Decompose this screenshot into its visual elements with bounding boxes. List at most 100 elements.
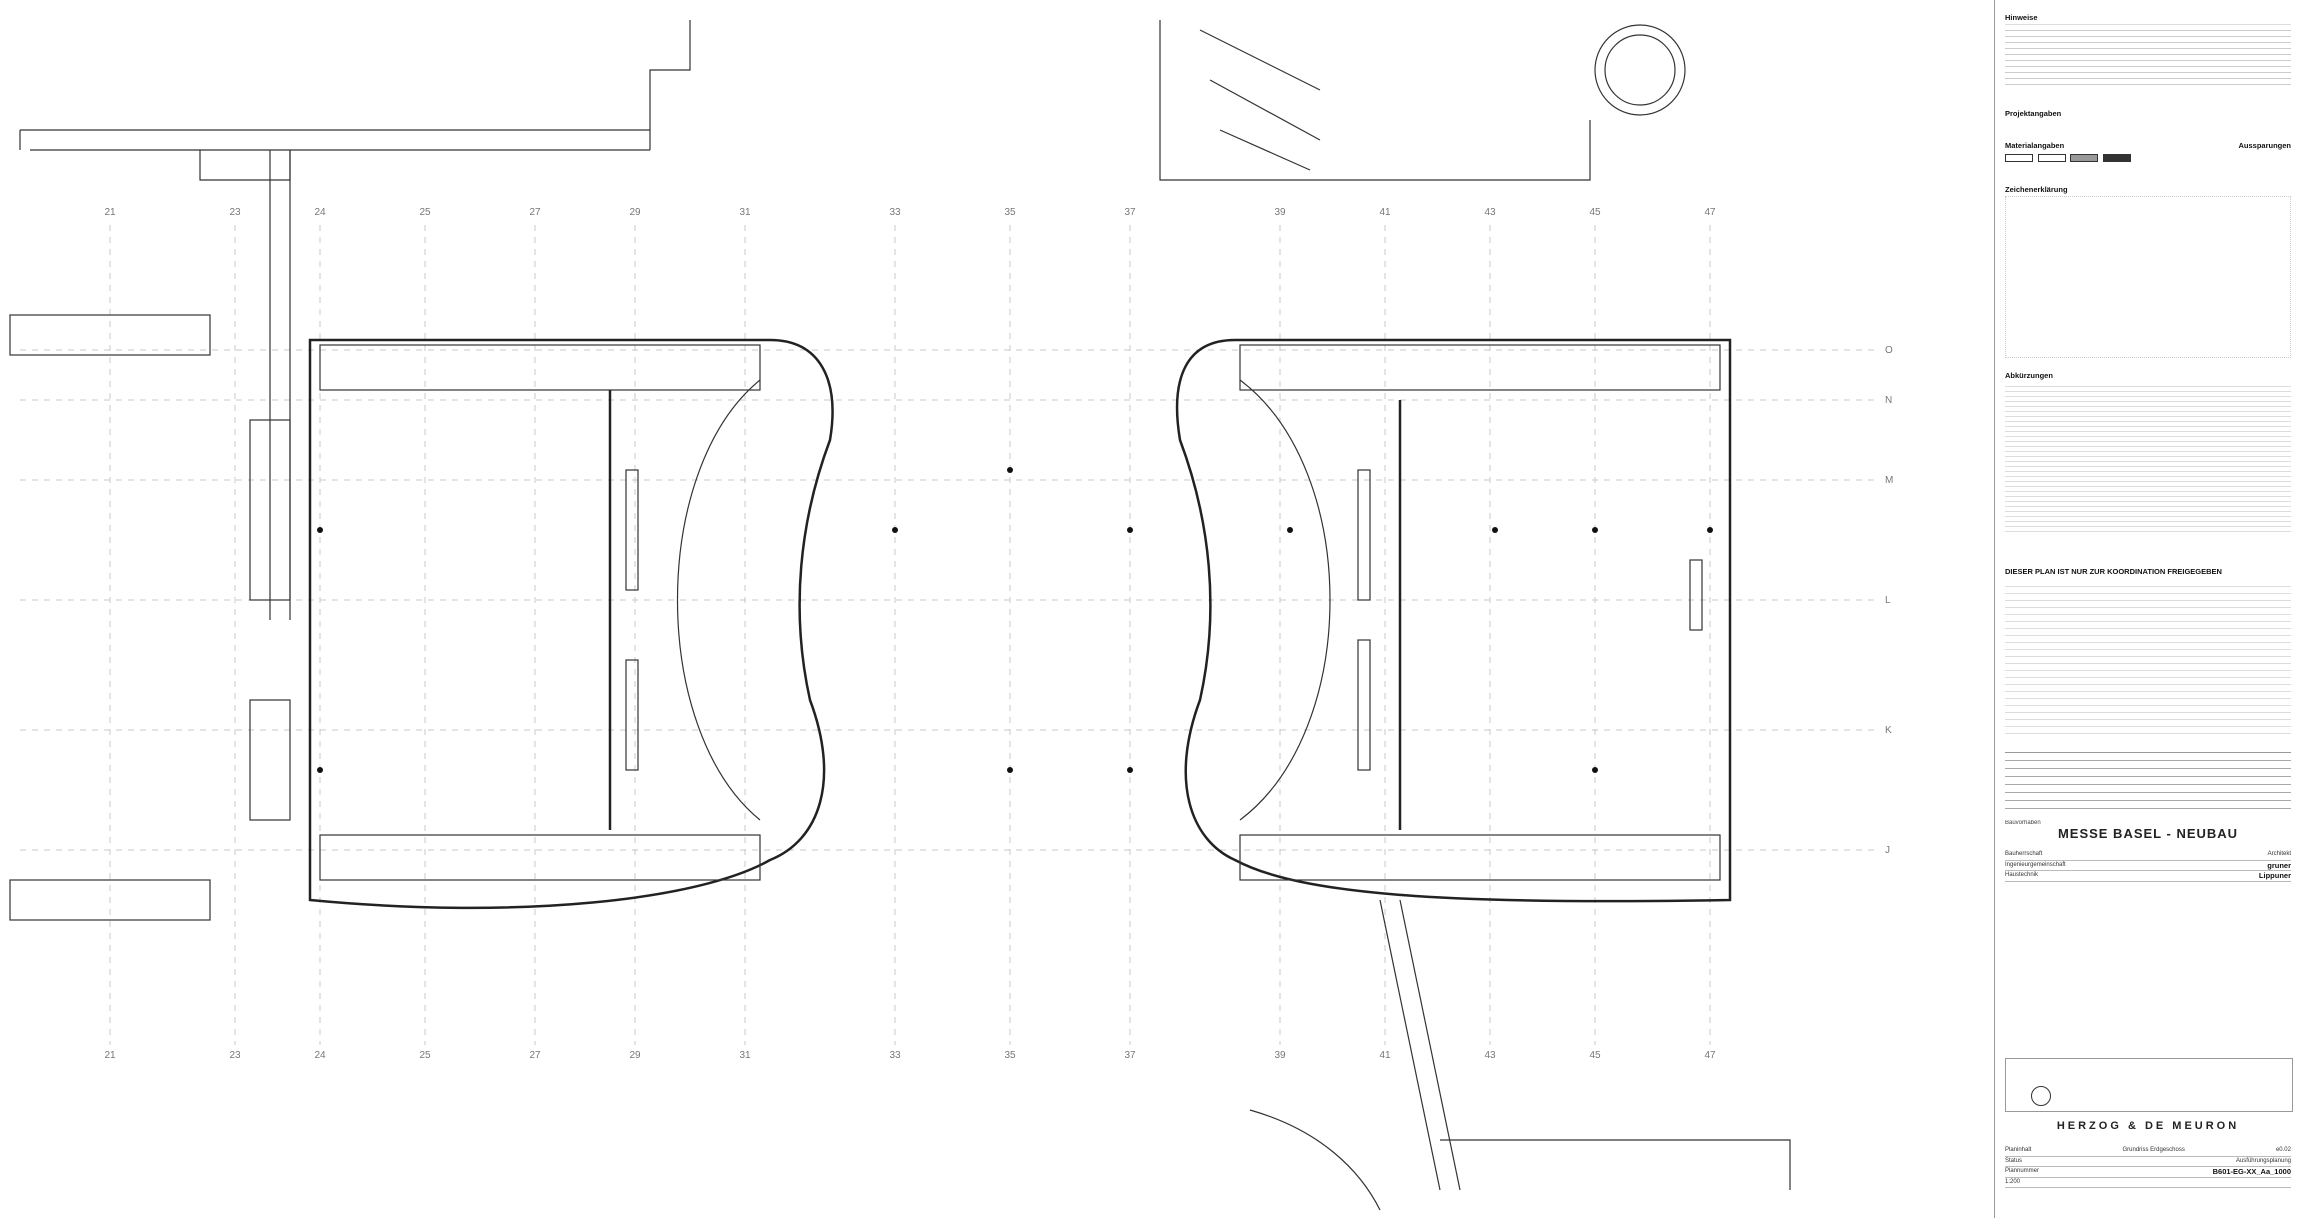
existing-building-top-right [1159, 20, 1686, 181]
grid-row-label: O [1885, 345, 1893, 356]
engineer-label: Ingenieurgemeinschaft [2005, 861, 2066, 868]
scale-value: 1:200 [2005, 1178, 2021, 1185]
column-mark [317, 527, 323, 533]
phase-label: Status [2005, 1157, 2023, 1164]
grid-axis-label: 43 [1484, 1050, 1496, 1061]
grid-axis-label: 27 [529, 1050, 541, 1061]
column-mark [317, 767, 323, 773]
grid-row-label: N [1885, 395, 1892, 406]
column-mark [1127, 767, 1133, 773]
notes-heading: Hinweise [2005, 14, 2038, 22]
grid-axis-label: 35 [1004, 207, 1016, 218]
grid-axis-label: 21 [104, 207, 116, 218]
grid-row-label: M [1885, 475, 1893, 486]
hatch-swatch-3 [2070, 153, 2099, 162]
column-mark [1007, 467, 1013, 473]
plan-info-section: Planinhalt Grundriss Erdgeschoss e0.02 Sta… [2005, 1146, 2291, 1206]
grid-axis-label: 35 [1004, 1050, 1016, 1061]
notes-text-block [2005, 23, 2291, 85]
revision-table [2005, 752, 2291, 813]
structural-columns [317, 467, 1713, 773]
grid-axis-label: 39 [1274, 207, 1286, 218]
hall-left [308, 338, 834, 910]
column-mark [1492, 527, 1498, 533]
left-entry-wing [9, 314, 291, 921]
abbreviations-heading: Abkürzungen [2005, 372, 2053, 380]
legend-symbols [2005, 195, 2291, 358]
grid-axis-label: 23 [229, 207, 241, 218]
grid-axis-label: 37 [1124, 1050, 1136, 1061]
grid-axis-label: 24 [314, 1050, 326, 1061]
plan-number: B601-EG-XX_Aa_1000 [2212, 1167, 2291, 1176]
grid-axis-label: 21 [104, 1050, 116, 1061]
legend-section: Zeichenerklärung [2005, 186, 2291, 366]
grid-axis-label: 29 [629, 207, 641, 218]
notice-paragraphs [2005, 580, 2291, 740]
legend-heading: Zeichenerklärung [2005, 186, 2068, 194]
planning-label: Haustechnik [2005, 872, 2039, 878]
abbreviations-list [2005, 381, 2291, 532]
project-label-row: Bauvorhaben [2005, 820, 2291, 834]
project-info-heading: Projektangaben [2005, 110, 2062, 118]
materials-section: Materialangaben Aussparungen [2005, 142, 2291, 182]
hall-right [1175, 338, 1732, 903]
notes-section: Hinweise [2005, 14, 2291, 106]
hatch-swatch-2 [2037, 153, 2066, 162]
plan-label: Planinhalt [2005, 1147, 2032, 1153]
architect-logo: HERZOG & DE MEURON [2056, 1120, 2240, 1132]
north-arrow-icon [2031, 1086, 2051, 1106]
phase-value: Ausführungsplanung [2235, 1157, 2291, 1164]
pedestrian-bridge [1249, 899, 1791, 1211]
grid-axis-label: 33 [889, 207, 901, 218]
project-title: MESSE BASEL - NEUBAU [2057, 826, 2239, 841]
grid-axis-label: 39 [1274, 1050, 1286, 1061]
column-mark [1127, 527, 1133, 533]
grid-axis-label: 25 [419, 1050, 431, 1061]
parties-section: Bauherrschaft Architekt Ingenieurgemeinsc… [2005, 850, 2291, 900]
hatch-swatch-4 [2103, 153, 2132, 162]
grid-axis-label: 31 [739, 207, 751, 218]
project-label: Bauvorhaben [2005, 820, 2041, 826]
company-gruner: gruner [2267, 860, 2291, 870]
company-lippuner: Lippuner [2258, 871, 2291, 880]
project-info-section: Projektangaben [2005, 110, 2291, 140]
grid-axis-label: 45 [1589, 207, 1601, 218]
owner-label: Bauherrschaft [2005, 851, 2043, 857]
floor-plan: 21 21 23 23 24 24 25 25 27 27 29 29 31 31 33 33 35 35 37 37… [9, 20, 1893, 1211]
grid-axis-label: 47 [1704, 207, 1716, 218]
grid-axis-label: 29 [629, 1050, 641, 1061]
column-mark [892, 527, 898, 533]
architect-label: Architekt [2267, 851, 2291, 857]
hatch-swatch-1 [2005, 153, 2033, 162]
grid-axis-label: 33 [889, 1050, 901, 1061]
grid-axis-label: 43 [1484, 207, 1496, 218]
notice-text: DIESER PLAN IST NUR ZUR KOORDINATION FRE… [2005, 568, 2222, 576]
grid-row-label: K [1885, 725, 1892, 736]
openings-heading: Aussparungen [2238, 142, 2291, 150]
number-label: Plannummer [2005, 1168, 2040, 1174]
key-plan [2005, 1058, 2293, 1112]
grid-row-label: J [1885, 845, 1890, 856]
grid-axis-label: 45 [1589, 1050, 1601, 1061]
title-block: Hinweise Projektangaben Materialangaben … [1994, 0, 2300, 1218]
column-mark [1707, 527, 1713, 533]
grid-axis-label: 41 [1379, 207, 1391, 218]
index-value: e0.02 [2275, 1147, 2291, 1153]
existing-building-top-left [19, 20, 691, 620]
grid-axes: 21 21 23 23 24 24 25 25 27 27 29 29 31 31 33 33 35 35 37 37… [20, 207, 1893, 1061]
column-mark [1592, 527, 1598, 533]
column-mark [1592, 767, 1598, 773]
grid-axis-label: 31 [739, 1050, 751, 1061]
grid-axis-label: 37 [1124, 207, 1136, 218]
abbreviations-section: Abkürzungen [2005, 372, 2291, 540]
grid-axis-label: 47 [1704, 1050, 1716, 1061]
notice-section: DIESER PLAN IST NUR ZUR KOORDINATION FRE… [2005, 568, 2291, 576]
grid-axis-label: 27 [529, 207, 541, 218]
grid-axis-label: 25 [419, 207, 431, 218]
plan-title: Grundriss Erdgeschoss [2122, 1147, 2185, 1153]
grid-axis-label: 24 [314, 207, 326, 218]
column-mark [1007, 767, 1013, 773]
grid-row-label: L [1885, 595, 1891, 606]
grid-axis-label: 23 [229, 1050, 241, 1061]
materials-heading: Materialangaben [2005, 142, 2065, 150]
